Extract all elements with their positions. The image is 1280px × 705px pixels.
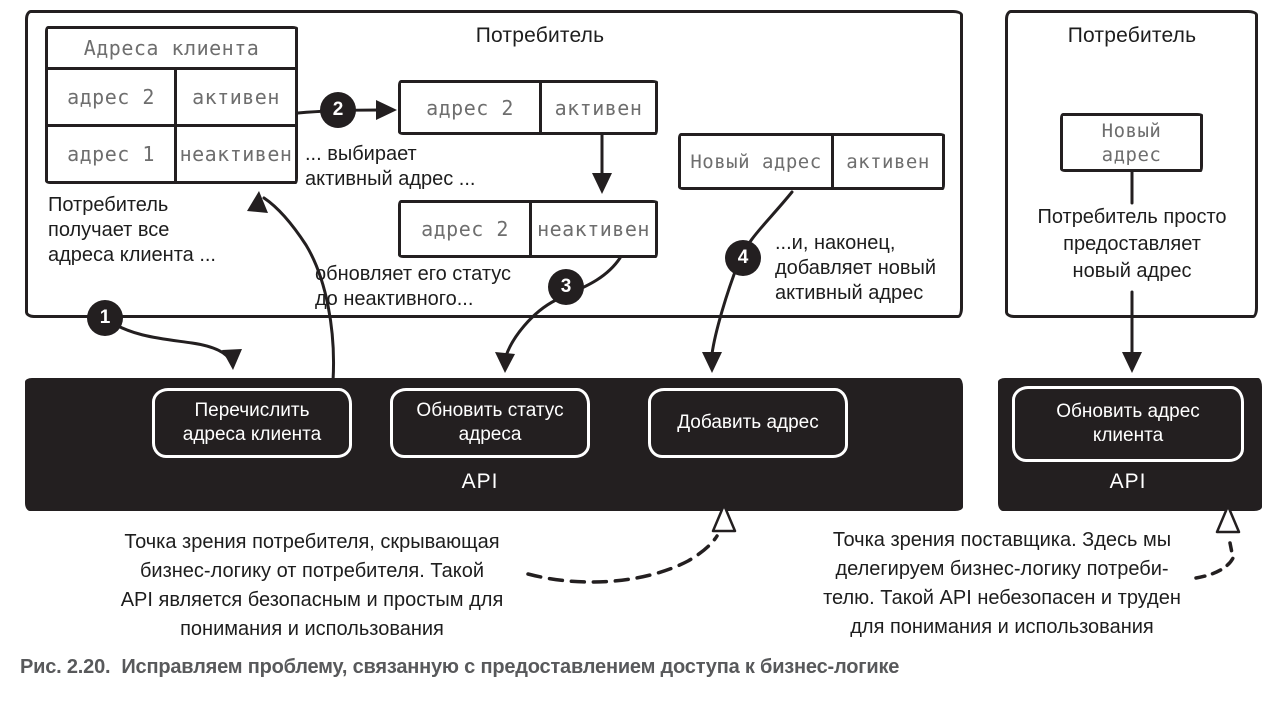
address-cell: адрес 2 — [48, 70, 177, 124]
arrowhead-step3 — [495, 352, 515, 373]
step-4-badge: 4 — [725, 240, 761, 276]
new-address-box: Новый адрес — [1060, 113, 1203, 172]
provider-note: Потребитель просто предоставляет новый а… — [1037, 206, 1227, 282]
provider-view-annotation: Точка зрения поставщика. Здесь мы делеги… — [823, 529, 1181, 638]
address-cell: Новый адрес — [681, 136, 834, 187]
updated-address-row: адрес 2 неактивен — [398, 200, 658, 258]
figure-caption: Рис. 2.20. Исправляем проблему, связанную… — [20, 656, 1260, 679]
status-cell: неактивен — [537, 217, 650, 241]
new-address-label: Новый адрес — [1101, 119, 1162, 166]
note-get-all-addresses: Потребитель получает все адреса клиента … — [48, 194, 216, 266]
status-cell: неактивен — [179, 142, 293, 166]
api-label-provider: API — [1109, 470, 1147, 493]
status-cell: активен — [554, 95, 643, 120]
api-button-add-address: Добавить адрес — [648, 388, 848, 458]
figure-caption-text: Исправляем проблему, связанную с предост… — [121, 656, 900, 678]
table-row: адрес 1 неактивен — [48, 127, 295, 181]
table-row: адрес 2 активен — [48, 70, 295, 127]
address-cell: адрес 2 — [401, 83, 542, 132]
api-bar-provider — [998, 378, 1262, 511]
note-add-new: ...и, наконец, добавляет новый активный … — [775, 232, 937, 304]
status-cell: активен — [192, 85, 280, 109]
note-update-status: обновляет его статус до неактивного... — [315, 263, 512, 310]
consumer-view-annotation: Точка зрения потребителя, скрывающая биз… — [120, 531, 504, 640]
arrow-step1-line — [106, 318, 233, 364]
arrowhead-step4 — [702, 352, 722, 373]
new-address-row: Новый адрес активен — [678, 133, 945, 190]
arrowhead-provider — [1122, 352, 1142, 373]
step-1-badge: 1 — [87, 300, 123, 336]
dashed-connector-left — [526, 534, 719, 584]
step-3-badge: 3 — [548, 269, 584, 305]
table-header: Адреса клиента — [48, 29, 295, 70]
api-button-list-addresses: Перечислить адреса клиента — [152, 388, 352, 458]
selected-address-row: адрес 2 активен — [398, 80, 658, 135]
figure-caption-label: Рис. 2.20. — [20, 656, 111, 678]
arrowhead-step1 — [222, 349, 242, 370]
status-cell: активен — [846, 150, 930, 173]
step-2-badge: 2 — [320, 92, 356, 128]
provider-box-title: Потребитель — [1067, 24, 1197, 47]
note-select-active: ... выбирает активный адрес ... — [305, 143, 476, 190]
api-button-update-client-address: Обновить адрес клиента — [1012, 386, 1244, 462]
api-button-update-status: Обновить статус адреса — [390, 388, 590, 458]
client-addresses-table: Адреса клиента адрес 2 активен адрес 1 н… — [45, 26, 298, 184]
consumer-box-title: Потребитель — [475, 24, 605, 47]
api-label-consumer: API — [461, 470, 499, 493]
address-cell: адрес 2 — [401, 203, 532, 255]
address-cell: адрес 1 — [48, 127, 177, 181]
api-bar-consumer — [25, 378, 963, 511]
